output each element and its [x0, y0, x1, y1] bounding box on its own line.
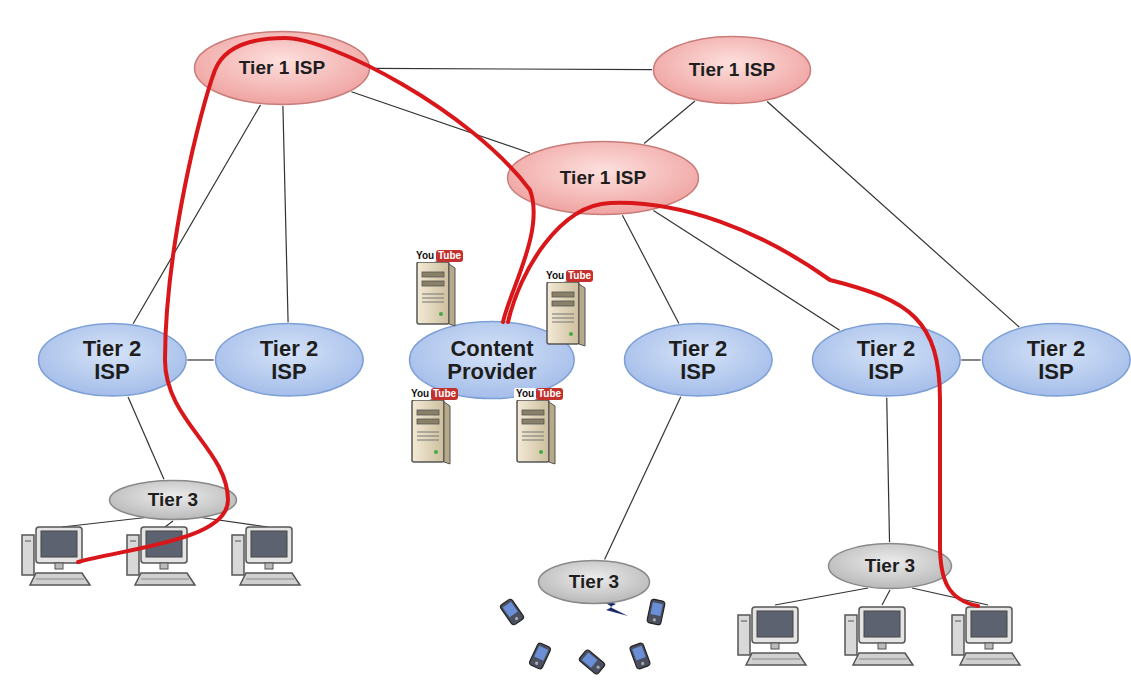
tier3-isp-ellipse: Tier 3 [827, 542, 953, 590]
node-label: Content Provider [440, 337, 544, 383]
network-link [371, 68, 652, 69]
node-label: Tier 2 ISP [840, 337, 932, 383]
node-label: Tier 1 ISP [689, 60, 775, 80]
logo-text: You [514, 388, 536, 400]
tier3-isp-ellipse: Tier 3 [108, 479, 238, 521]
phone-icons [499, 598, 665, 675]
tier1-isp-ellipse: Tier 1 ISP [652, 35, 812, 105]
ellipse-shape [539, 561, 650, 604]
node-label: Tier 2 ISP [1010, 337, 1102, 383]
network-link [887, 398, 890, 542]
ellipse-shape [215, 324, 363, 397]
node-label: Tier 2 ISP [243, 337, 335, 383]
ellipse-shape [624, 324, 772, 397]
tier2-isp-ellipse: Tier 2 ISP [623, 322, 774, 398]
tier3-isp-ellipse: Tier 3 [537, 559, 651, 605]
logo-text: You [544, 270, 566, 282]
network-link [605, 397, 681, 560]
tier1-isp-ellipse: Tier 1 ISP [193, 30, 371, 106]
node-label: Tier 3 [148, 490, 198, 510]
network-link [128, 397, 164, 479]
node-label: Tier 2 ISP [652, 337, 744, 383]
logo-badge: Tube [431, 388, 458, 400]
node-label: Tier 1 ISP [560, 168, 646, 188]
network-link [283, 106, 288, 322]
network-link [644, 101, 695, 144]
tier2-isp-ellipse: Tier 2 ISP [214, 322, 365, 398]
network-link [187, 359, 213, 360]
ellipse-shape [195, 32, 370, 105]
logo-text: You [414, 250, 436, 262]
ellipse-shape [654, 37, 811, 104]
logo-badge: Tube [436, 250, 463, 262]
server-icons [412, 262, 585, 464]
network-link [622, 215, 678, 323]
network-link [767, 101, 1019, 327]
node-label: Tier 2 ISP [66, 337, 158, 383]
network-link [653, 210, 839, 330]
ellipse-shape [829, 544, 952, 589]
network-link [351, 92, 530, 153]
logo-badge: Tube [536, 388, 563, 400]
logo-text: You [409, 388, 431, 400]
ellipse-shape [110, 481, 237, 520]
computer-icons [22, 527, 1020, 665]
node-label: Tier 1 ISP [239, 58, 325, 78]
node-label: Tier 3 [865, 556, 915, 576]
network-link [961, 359, 980, 360]
tier2-isp-ellipse: Tier 2 ISP [981, 322, 1131, 398]
node-label: Tier 3 [569, 572, 619, 592]
ellipse-shape [982, 324, 1130, 397]
logo-badge: Tube [566, 270, 593, 282]
traffic-paths [78, 38, 978, 606]
